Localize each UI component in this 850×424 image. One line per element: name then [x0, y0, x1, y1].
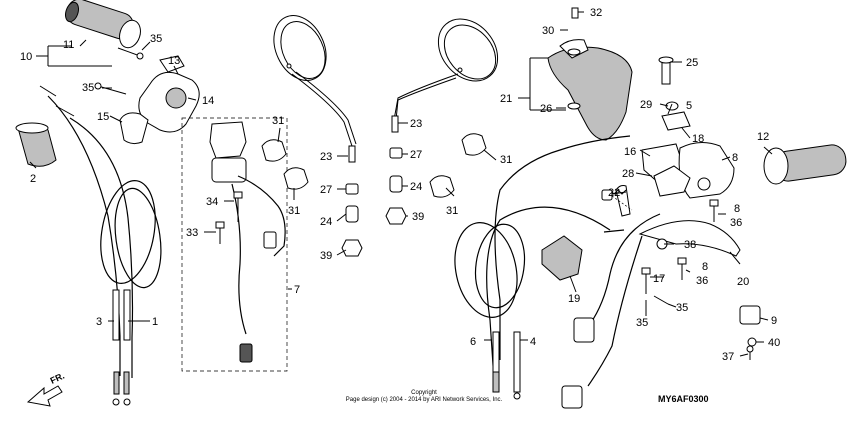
- callout-33: 33: [186, 227, 198, 239]
- callout-36b: 36: [696, 275, 708, 287]
- callout-27a: 27: [320, 184, 332, 196]
- callout-8a: 8: [732, 152, 738, 164]
- callout-11: 11: [63, 39, 74, 51]
- callout-35a: 35: [150, 33, 162, 45]
- callout-12: 12: [757, 131, 769, 143]
- callout-32: 32: [590, 7, 602, 19]
- callout-21: 21: [500, 93, 512, 105]
- clutch-lever-assembly: [615, 56, 847, 360]
- callout-6: 6: [470, 336, 476, 348]
- callout-23b: 23: [410, 118, 422, 130]
- callout-7: 7: [294, 284, 300, 296]
- callout-34: 34: [206, 196, 218, 208]
- callout-29: 29: [640, 99, 652, 111]
- callout-22: 22: [608, 187, 620, 199]
- callout-8b: 8: [734, 203, 740, 215]
- throttle-grip-assembly: [15, 0, 200, 167]
- callout-labels: 1 2 3 4 5 6 7 8 8 8 9 10 11 12 13 14 15 …: [20, 7, 780, 363]
- callout-31a: 31: [272, 115, 284, 127]
- callout-18: 18: [692, 133, 704, 145]
- callout-39b: 39: [412, 211, 424, 223]
- callout-10: 10: [20, 51, 32, 63]
- throttle-cables: [47, 95, 162, 406]
- callout-13: 13: [168, 55, 180, 67]
- callout-8c: 8: [702, 261, 708, 273]
- callout-4: 4: [530, 336, 536, 348]
- callout-24a: 24: [320, 216, 332, 228]
- hand-guard: [547, 7, 633, 141]
- callout-17: 17: [653, 273, 665, 285]
- callout-23a: 23: [320, 151, 332, 163]
- callout-31d: 31: [446, 205, 458, 217]
- callout-40: 40: [768, 337, 780, 349]
- front-direction-arrow: FR.: [26, 371, 66, 407]
- callout-30: 30: [542, 25, 554, 37]
- callout-15: 15: [97, 111, 109, 123]
- callout-19: 19: [568, 293, 580, 305]
- callout-35b: 35: [82, 82, 94, 94]
- mirror-left: [273, 15, 363, 257]
- callout-31c: 31: [500, 154, 512, 166]
- callout-20: 20: [737, 276, 749, 288]
- callout-39a: 39: [320, 250, 332, 262]
- callout-28: 28: [622, 168, 634, 180]
- callout-14: 14: [202, 95, 214, 107]
- callout-36a: 36: [730, 217, 742, 229]
- callout-31b: 31: [288, 205, 300, 217]
- copyright-line-2: Page design (c) 2004 - 2014 by ARI Netwo…: [346, 397, 503, 403]
- copyright-line-1: Copyright: [411, 390, 437, 396]
- leader-lines: [29, 11, 773, 357]
- diagram-code: MY6AF0300: [658, 394, 709, 404]
- clutch-cable: [454, 135, 661, 409]
- callout-2: 2: [30, 173, 36, 185]
- mirror-right: [385, 18, 499, 225]
- callout-38: 38: [684, 239, 696, 251]
- callout-24b: 24: [410, 181, 422, 193]
- front-direction-label: FR.: [49, 371, 66, 386]
- callout-35c: 35: [676, 302, 688, 314]
- callout-27b: 27: [410, 149, 422, 161]
- callout-26: 26: [540, 103, 552, 115]
- callout-1: 1: [152, 316, 158, 328]
- callout-9: 9: [771, 315, 777, 327]
- callout-3: 3: [96, 316, 102, 328]
- callout-25: 25: [686, 57, 698, 69]
- callout-35d: 35: [636, 317, 648, 329]
- callout-37: 37: [722, 351, 734, 363]
- callout-16: 16: [624, 146, 636, 158]
- callout-5: 5: [686, 100, 692, 112]
- switch-harness-assembly: [181, 117, 309, 372]
